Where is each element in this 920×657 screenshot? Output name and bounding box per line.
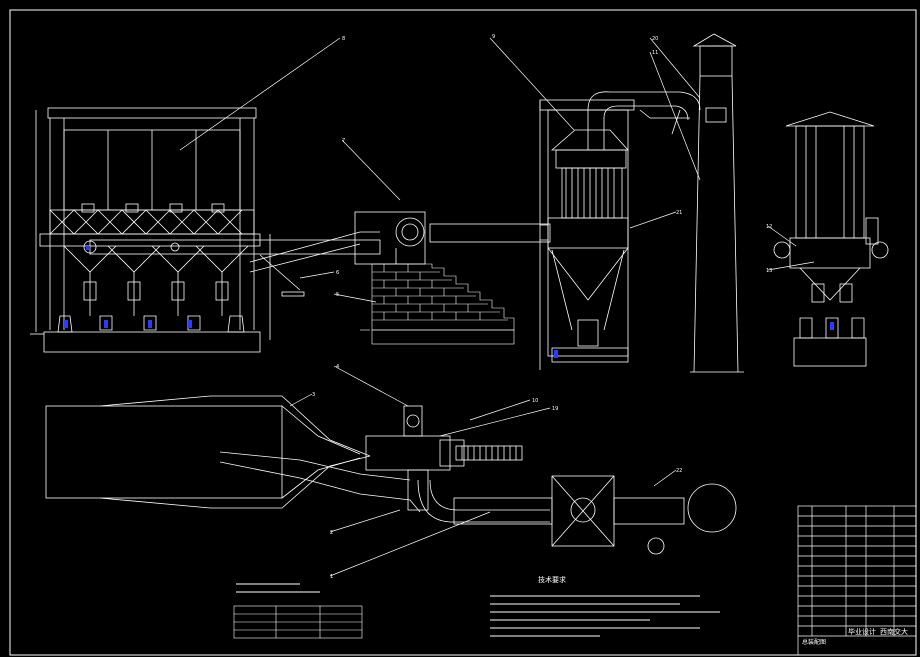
title-block-school: 西南交大 (880, 627, 908, 636)
callout-12: 12 (766, 224, 772, 230)
notes-text-lines (236, 583, 720, 637)
title-block (797, 505, 917, 656)
hopper-structure (30, 107, 305, 353)
callout-4: 4 (336, 364, 339, 370)
title-block-drawing-name: 总装配图 (802, 638, 826, 646)
title-block-label: 毕业设计 (848, 627, 876, 636)
main-duct (83, 231, 381, 273)
callout-5: 5 (336, 292, 339, 298)
side-view (773, 111, 889, 367)
data-table (233, 605, 363, 639)
induced-draft-fan (354, 211, 551, 265)
brick-foundation (360, 263, 515, 345)
callout-22: 22 (676, 468, 682, 474)
blue-accents (64, 246, 834, 358)
callout-6: 6 (336, 270, 339, 276)
callout-10: 10 (532, 398, 538, 404)
drawing-frame (9, 9, 917, 656)
callout-9: 9 (492, 34, 495, 40)
callout-7: 7 (342, 138, 345, 144)
callout-labels: 8 7 6 5 9 20 11 21 12 13 4 3 10 19 2 1 2… (312, 34, 772, 580)
callout-13: 13 (766, 268, 772, 274)
callout-20: 20 (652, 36, 658, 42)
callout-2: 2 (330, 530, 333, 536)
leader-lines (179, 37, 815, 577)
plan-view (45, 395, 737, 555)
callout-19: 19 (552, 406, 558, 412)
notes-heading: 技术要求 (538, 575, 566, 584)
callout-11: 11 (652, 50, 658, 56)
callout-1: 1 (330, 574, 333, 580)
callout-8: 8 (342, 36, 345, 42)
chimney (690, 33, 744, 373)
bag-filter (539, 91, 701, 370)
callout-21: 21 (676, 210, 682, 216)
callout-3: 3 (312, 392, 315, 398)
